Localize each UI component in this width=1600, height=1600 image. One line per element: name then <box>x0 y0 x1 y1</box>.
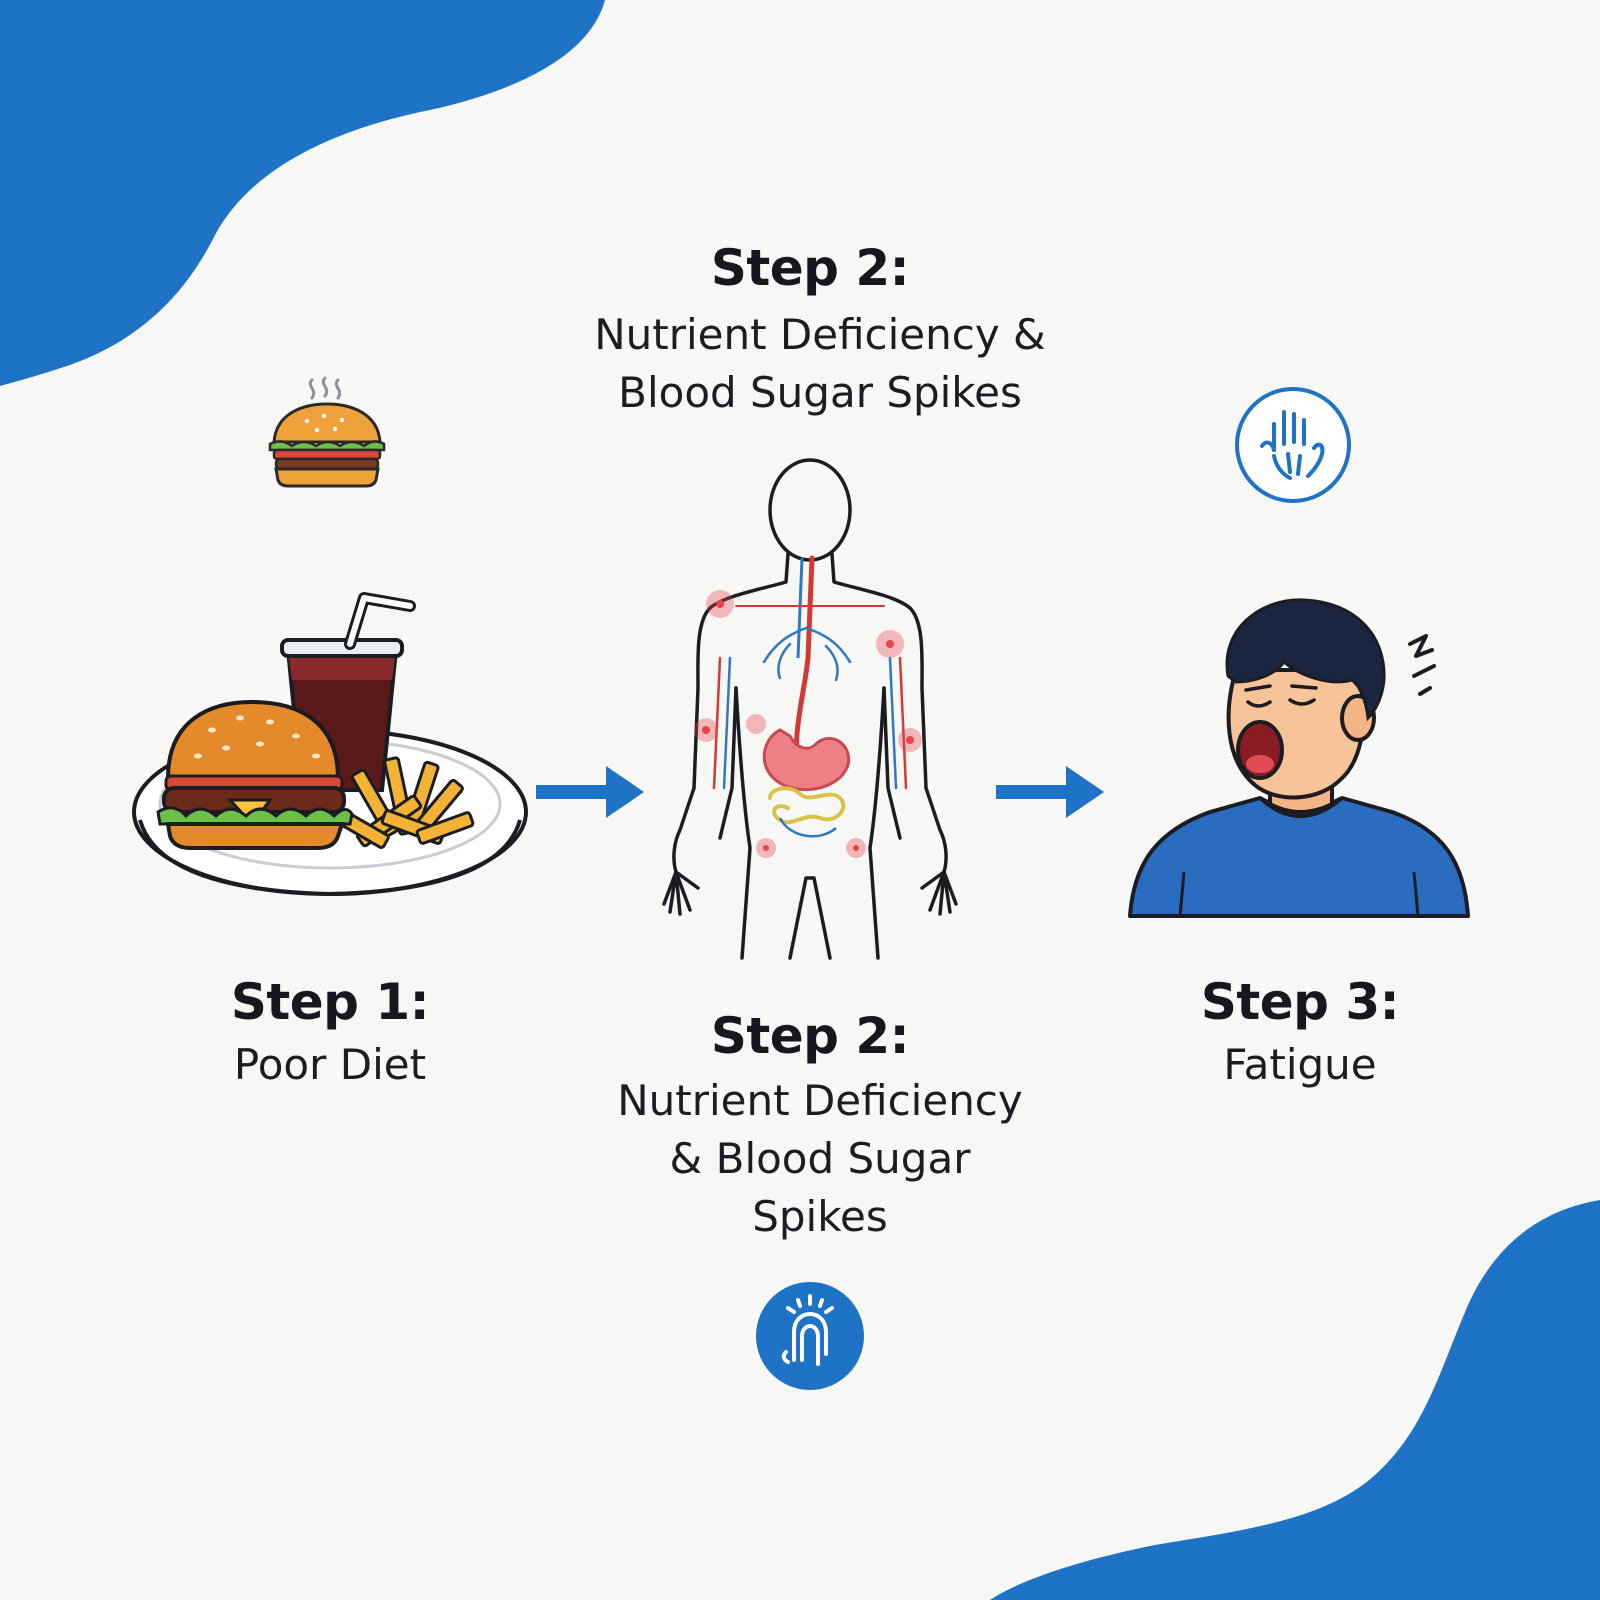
top-step-title: Step 2: <box>710 239 910 297</box>
poor-diet-illustration <box>132 592 528 897</box>
top-step-desc-line1: Nutrient Deficiency & <box>594 310 1046 359</box>
burger-icon <box>268 376 386 488</box>
human-body-illustration <box>662 458 958 960</box>
step2-title: Step 2: <box>710 1007 910 1065</box>
step1-title: Step 1: <box>230 973 430 1031</box>
hand-tingling-icon <box>756 1282 864 1390</box>
step2-desc-line3: Spikes <box>752 1192 888 1241</box>
arrow-right-icon <box>996 766 1104 818</box>
fatigue-illustration <box>1128 598 1470 918</box>
step2-desc-line2: & Blood Sugar <box>669 1134 971 1183</box>
hand-weakness-icon <box>1235 387 1351 503</box>
step3-desc: Fatigue <box>1223 1040 1377 1089</box>
bottom-right-blob <box>990 1200 1600 1600</box>
step3-title: Step 3: <box>1200 973 1400 1031</box>
arrow-right-icon <box>536 766 644 818</box>
step1-desc: Poor Diet <box>233 1040 427 1089</box>
top-step-desc-line2: Blood Sugar Spikes <box>618 368 1022 417</box>
step2-desc-line1: Nutrient Deficiency <box>617 1076 1023 1125</box>
top-left-blob <box>0 0 605 386</box>
